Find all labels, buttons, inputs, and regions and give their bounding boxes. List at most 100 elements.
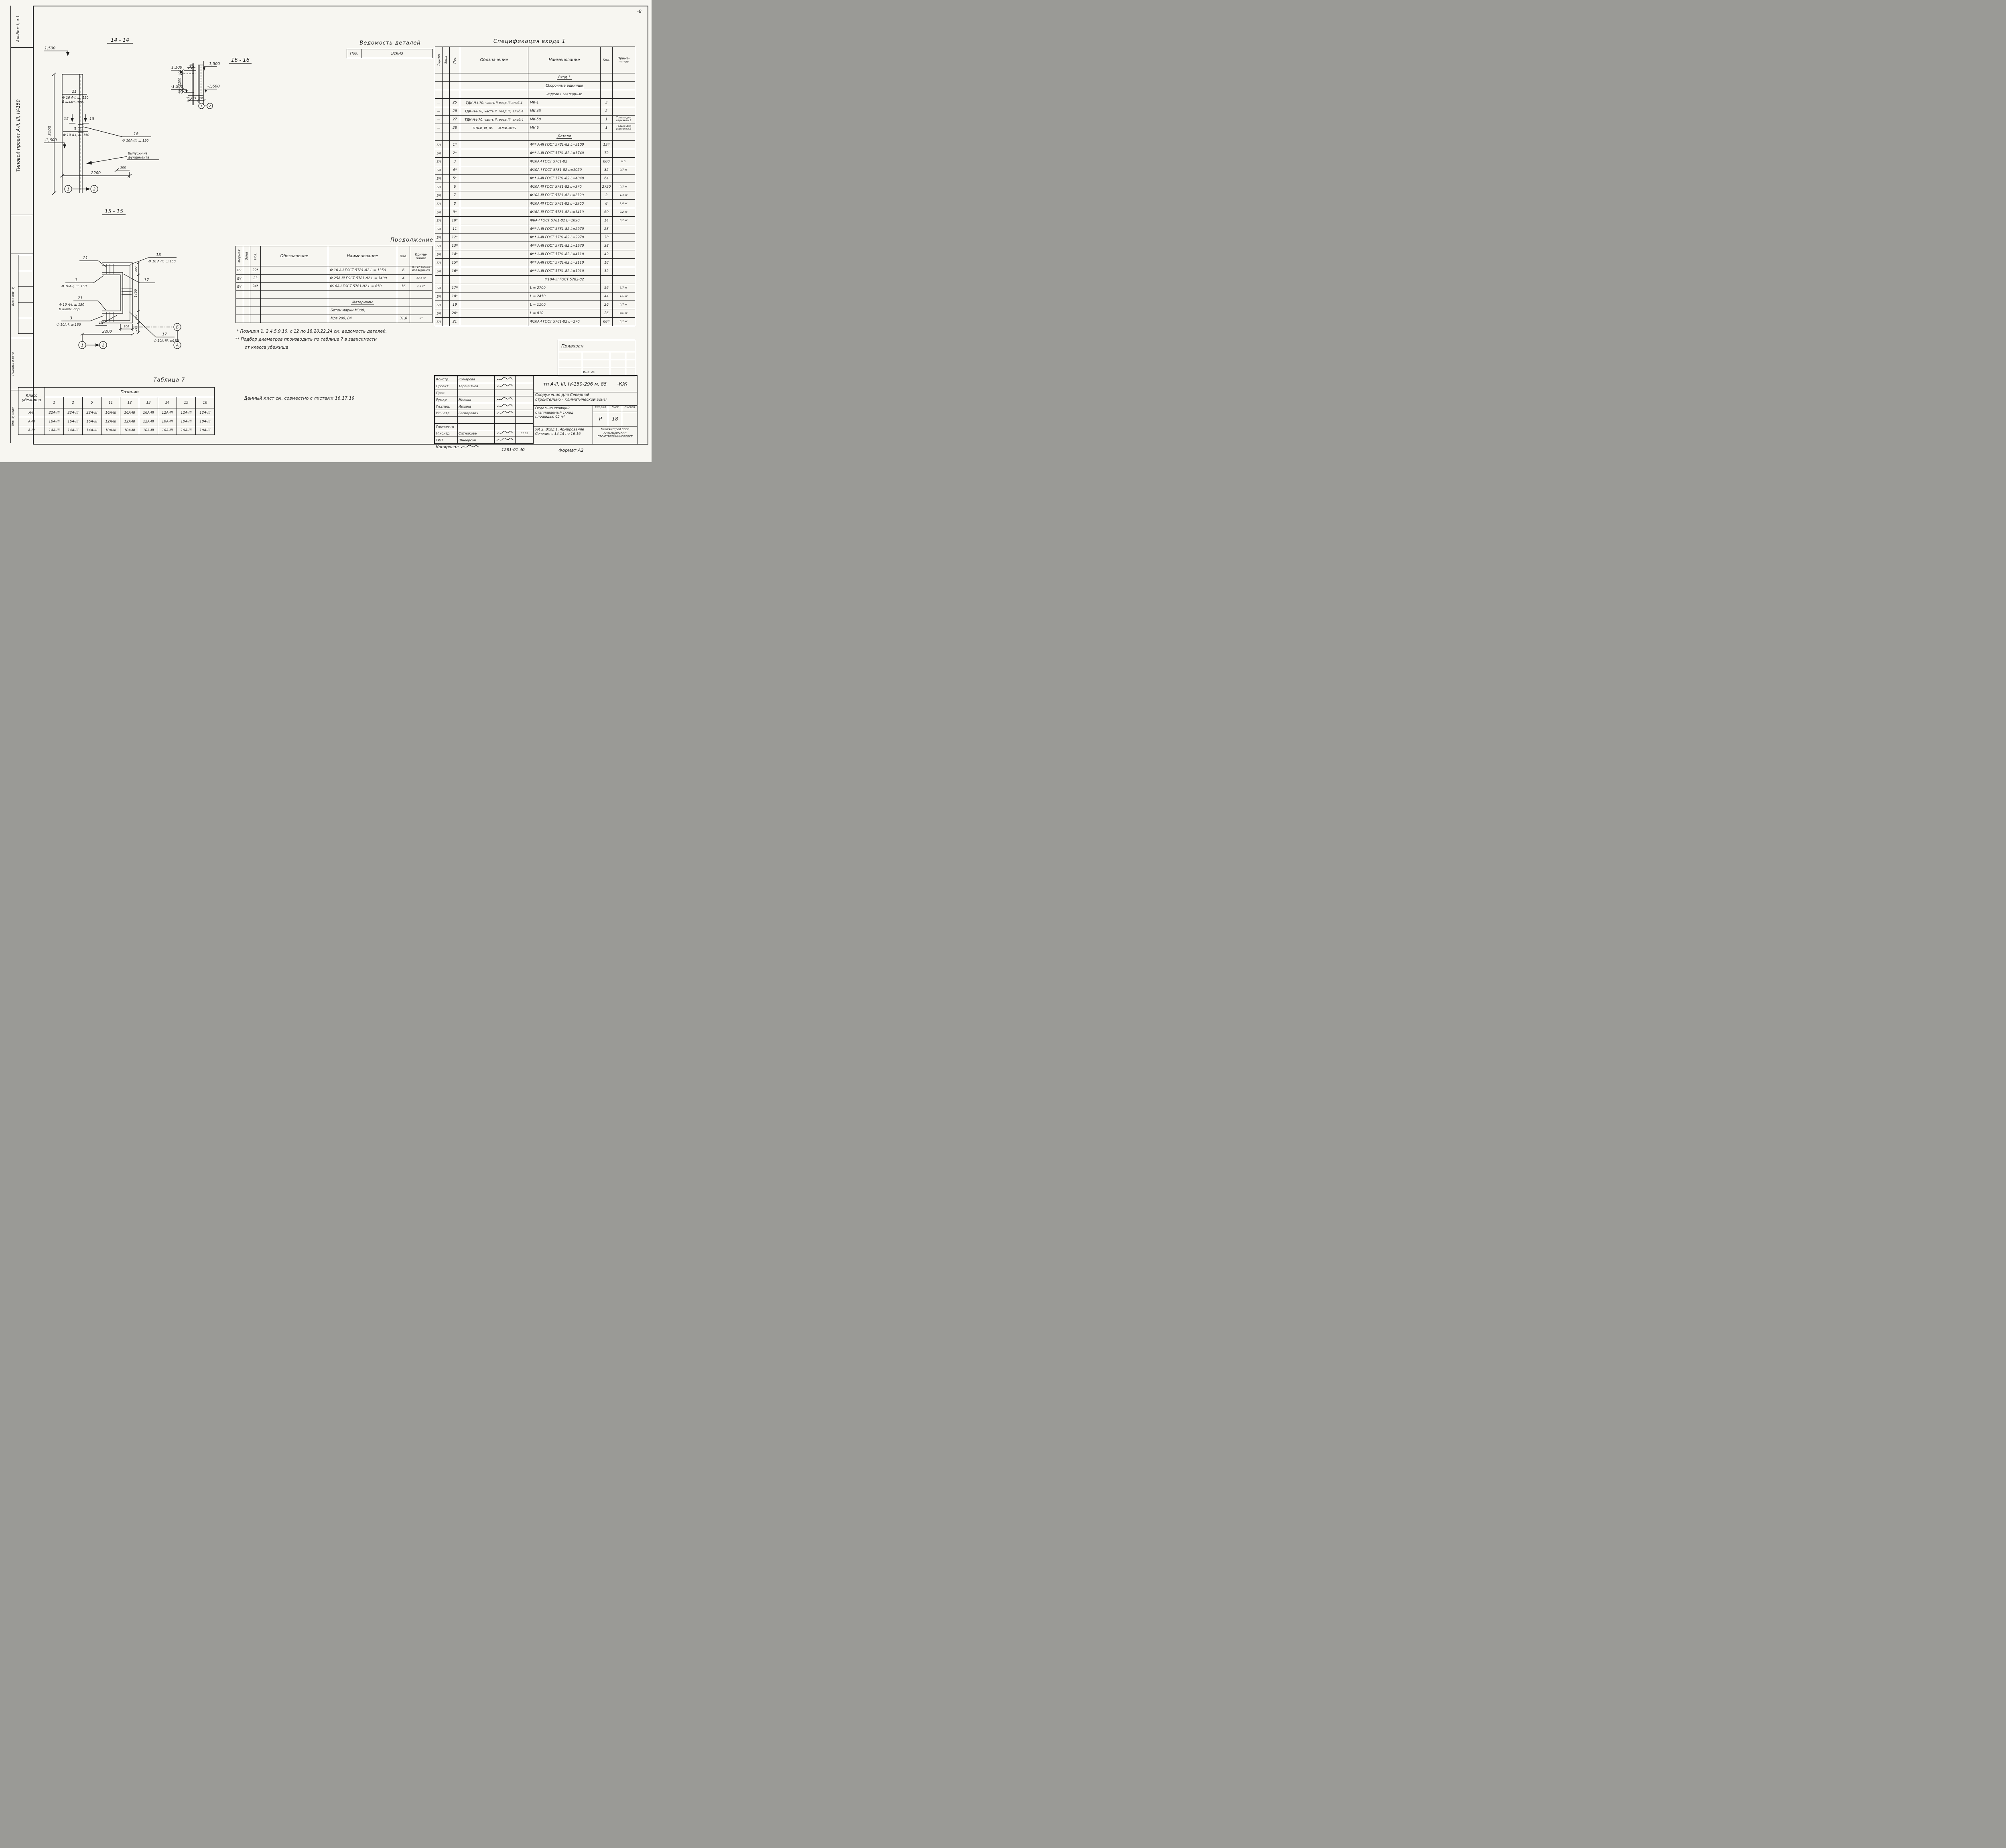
stamp-date [515,389,534,397]
spec-naim: Ф10А-III ГОСТ 5781-82 L=2960 [528,199,601,208]
section-title-16-16: 16 - 16 [231,57,250,63]
table7-val: 12А-III [101,417,120,426]
dim-label: 300 [120,166,126,169]
spec-format: БЧ [435,258,443,267]
table7-val: 16А-III [101,408,120,417]
spec-prim [612,250,635,259]
spec-section-label: Вход 1 [557,75,572,80]
prod-zona [243,314,250,323]
spec-format: БЧ [435,317,443,326]
spec-naim: Ф** А-III ГОСТ 5781-82 L=3100 [528,140,601,149]
spec-section-label: Детали [556,134,572,139]
prod-prim [410,298,432,307]
spec-format: БЧ [435,216,443,225]
spec-zona [442,208,450,217]
spec-naim: Ф** А-III ГОСТ 5781-82 L=2110 [528,258,601,267]
spec-naim: Ф10А-III ГОСТ 5781-82 L=2320 [528,191,601,200]
signature-squiggle [496,410,514,414]
spec-title: Спецификация входа 1 [493,39,566,45]
spec-prim: 0,2 кг [612,317,635,326]
spec-zona [442,250,450,259]
prod-naim: Мрз 200, В4 [328,314,397,323]
spec-prim: м.п. [612,157,635,166]
spec-prim: 0,7 кг [612,301,635,309]
prod-zona [243,290,250,299]
spec-zona [442,267,450,276]
pos-label: 21 [72,89,77,94]
rebar-label: Ф 10 А-I, ш 150 [59,303,84,307]
spec-format [435,132,443,141]
spec-poz: 4* [449,166,460,175]
cut-label: 15 [64,117,69,121]
section-14-14: 14 - 14 1,500 3100 21 Ф 10 А-I, ш. 150 В… [44,37,159,195]
spec-kol [600,81,613,90]
section-15-15: 15 - 15 18 Ф 10 А-III, ш.150 21 3 Ф 10А-… [57,209,181,349]
prod-naim: Ф16А-I ГОСТ 5781-82 L = 850 [328,282,397,291]
stamp-row: Гл.спец.Ирхина [435,403,534,410]
stamp-role: Проект. [435,382,458,390]
signature-squiggle [496,404,514,408]
stamp-date [515,396,534,404]
spec-prim [612,174,635,183]
prod-oboz [260,290,328,299]
spec-oboz [460,183,528,191]
prod-table: Формат Зона Поз. Обозначение Наименовани… [236,246,432,323]
spec-oboz [460,292,528,301]
stamp-date [515,409,534,417]
spec-poz: 15* [449,258,460,267]
spec-naim: Ф10А-I ГОСТ 5781-82 L=1050 [528,166,601,175]
level-label: 1,500 [209,62,220,66]
spec-zona [442,275,450,284]
prod-prim: 13,1 кг [410,274,432,283]
spec-prim: 0,5 кг [612,309,635,318]
spec-prim: Только для варианта 1 [612,115,635,124]
spec-zona [442,166,450,175]
stamp-name: Тереньтьев [457,382,495,390]
pos-label: 3 [70,316,72,321]
stamp-date [515,437,534,444]
dim-label: 400 [178,88,181,94]
table7-val: 10А-III [195,417,215,426]
spec-naim: Ф10А-I ГОСТ 5781-82 L=270 [528,317,601,326]
spec-prim: 1,7 кг [612,284,635,292]
spec-poz: 2* [449,149,460,158]
privyazan-title: Привязан [557,340,636,352]
spec-oboz [460,73,528,82]
stamp-signature [494,396,516,404]
table7-val: 12А-III [158,408,177,417]
spec-poz [449,275,460,284]
table7-val: 10А-III [139,426,158,435]
spec-kol: 26 [600,309,613,318]
spec-oboz: ТПА-II, III, IV- -КЖИ-МНБ [460,124,528,132]
spec-header-oboz: Обозначение [460,47,528,73]
prod-poz [250,314,261,323]
spec-header-kol: Кол. [600,47,613,73]
spec-format: БЧ [435,267,443,276]
spec-naim: Ф** А-III ГОСТ 5781-82 L=2970 [528,225,601,234]
spec-oboz [460,149,528,158]
table7-val: 22А-III [63,408,83,417]
prod-zona [243,306,250,315]
spec-zona [442,301,450,309]
spec-kol: 42 [600,250,613,259]
vedomost-table: Поз. Эскиз [347,49,433,58]
prod-header-kol: Кол. [397,246,410,266]
spec-format [435,90,443,99]
pos-label: 18 [99,321,104,325]
pos-label: 17 [162,332,167,337]
spec-prim [612,258,635,267]
spec-format [435,73,443,82]
spec-oboz [460,208,528,217]
spec-poz: 18* [449,292,460,301]
pos-label: 17 [144,278,149,282]
